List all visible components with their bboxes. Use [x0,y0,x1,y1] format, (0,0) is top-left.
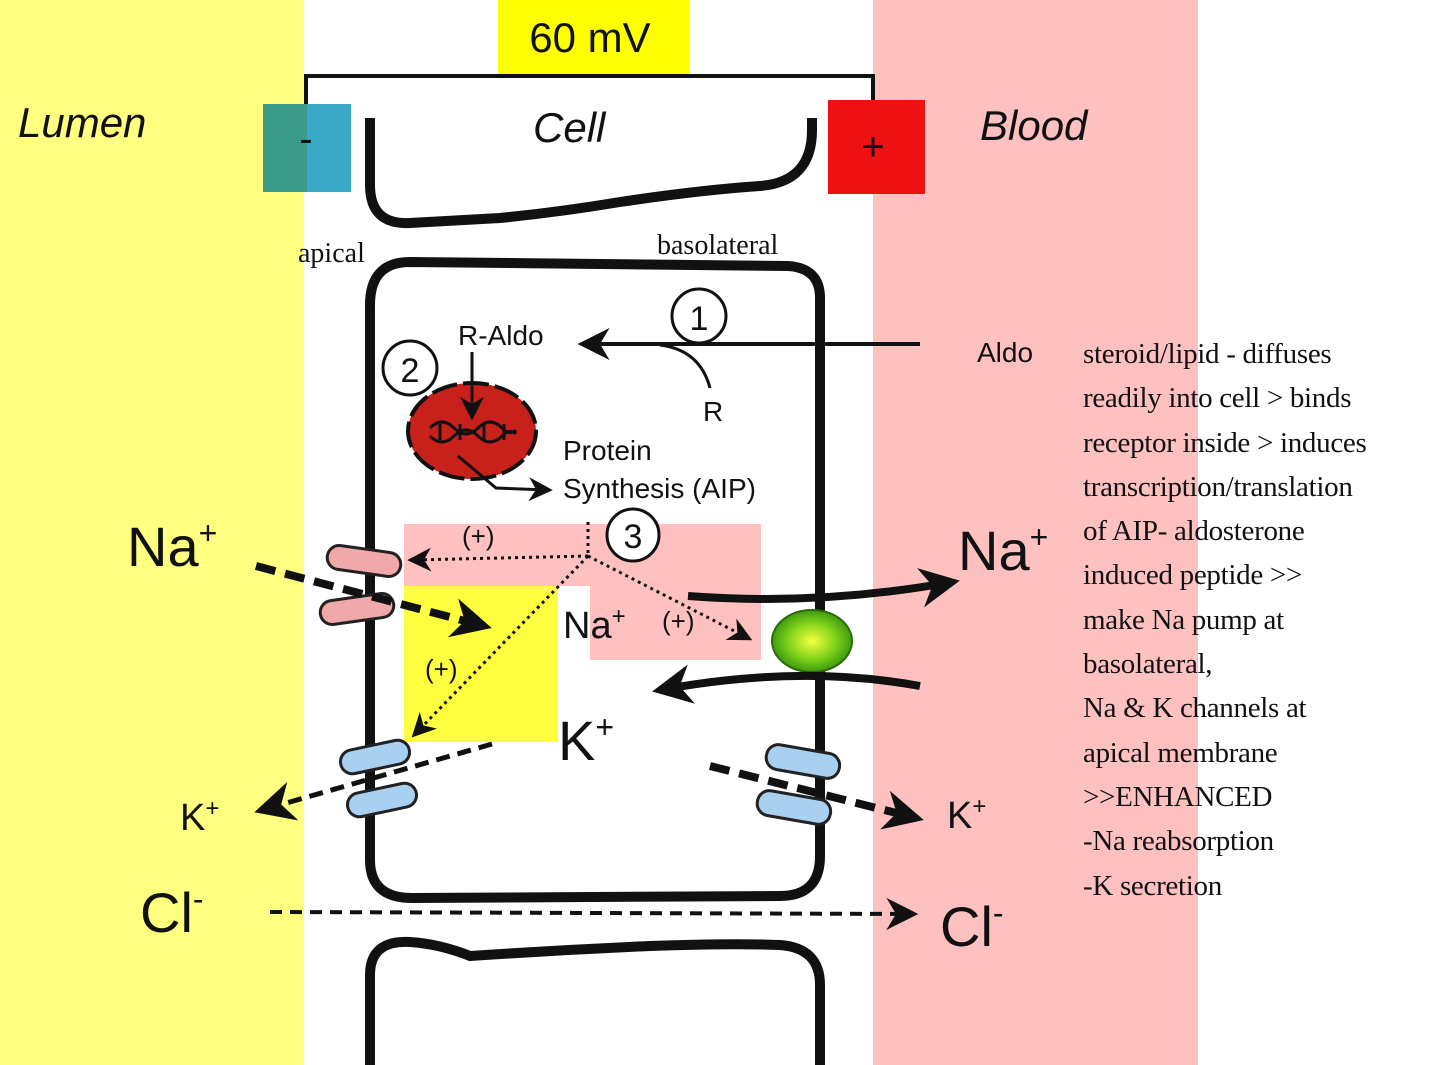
blood-label: Blood [980,102,1089,149]
effect-na-channel-label: (+) [462,521,495,551]
na-apical-entry-arrow [254,562,492,638]
description-line: Na & K channels at [1083,692,1307,725]
apical-label: apical [298,238,365,269]
protein-label-line1: Protein [563,435,652,466]
negative-electrode-left [263,104,307,192]
k-apical-exit-arrow [254,741,493,821]
description-line: >>ENHANCED [1083,780,1273,813]
protein-synthesis-arrow [457,454,553,502]
description-line: make Na pump at [1083,603,1284,636]
positive-sign: + [861,125,884,169]
description-line: apical membrane [1083,736,1278,769]
main-cell-outline [365,256,825,904]
step-2-circle [381,339,439,397]
protein-label-line2: Synthesis (AIP) [563,473,756,504]
receptor-binding-line [659,343,712,389]
step-3-number: 3 [624,518,643,556]
description-line: readily into cell > binds [1083,382,1352,415]
upper-cell-outline [365,118,817,229]
voltage-badge [498,0,690,78]
description-line: transcription/translation [1083,470,1353,503]
aldo-label: Aldo [977,337,1033,368]
dna-helix-icon [428,420,518,444]
cl-lumen-label: Cl- [140,881,204,944]
cl-blood-label: Cl- [940,895,1004,958]
voltage-label: 60 mV [529,14,650,61]
k-influx-arrow [652,664,921,704]
r-aldo-label: R-Aldo [458,320,544,351]
description-line: induced peptide >> [1083,559,1302,592]
negative-electrode-right [307,104,351,192]
step-1-number: 1 [690,300,709,338]
aip-effect-arrows [407,522,753,738]
na-efflux-arrow [687,568,960,608]
cl-paracellular-arrow [269,897,919,930]
description-line: -K secretion [1083,869,1222,902]
na-cell-label: Na+ [563,603,626,647]
apical-k-channel [339,738,418,819]
basolateral-k-channel [755,743,842,826]
mechanism-description: steroid/lipid - diffuses readily into ce… [1083,332,1438,908]
lumen-label: Lumen [18,99,146,146]
step-3-circle [605,507,661,563]
description-line: steroid/lipid - diffuses [1083,338,1332,370]
description-line: -Na reabsorption [1083,825,1274,858]
receptor-label: R [703,396,723,427]
lumen-region [0,0,304,1065]
negative-sign: - [299,117,312,161]
blood-region [873,0,1198,1065]
k-blood-label: K+ [947,793,986,837]
na-blood-label: Na+ [958,519,1048,582]
k-lumen-label: K+ [180,795,219,839]
effect-pump-label: (+) [662,606,695,636]
description-line: basolateral, [1083,648,1213,681]
basolateral-label: basolateral [657,230,778,261]
na-lumen-label: Na+ [127,515,217,578]
lower-cell-outline [365,936,825,1065]
positive-electrode [828,100,925,194]
k-cell-label: K+ [558,709,614,772]
step-2-number: 2 [401,352,420,390]
na-effect-highlight [404,524,761,586]
na-k-pump [771,609,853,673]
description-line: receptor inside > induces [1083,426,1367,459]
description-line: of AIP- aldosterone [1083,515,1305,548]
cell-label: Cell [533,104,607,151]
k-basolateral-exit-arrow [709,762,924,830]
effect-k-channel-label: (+) [425,654,458,684]
